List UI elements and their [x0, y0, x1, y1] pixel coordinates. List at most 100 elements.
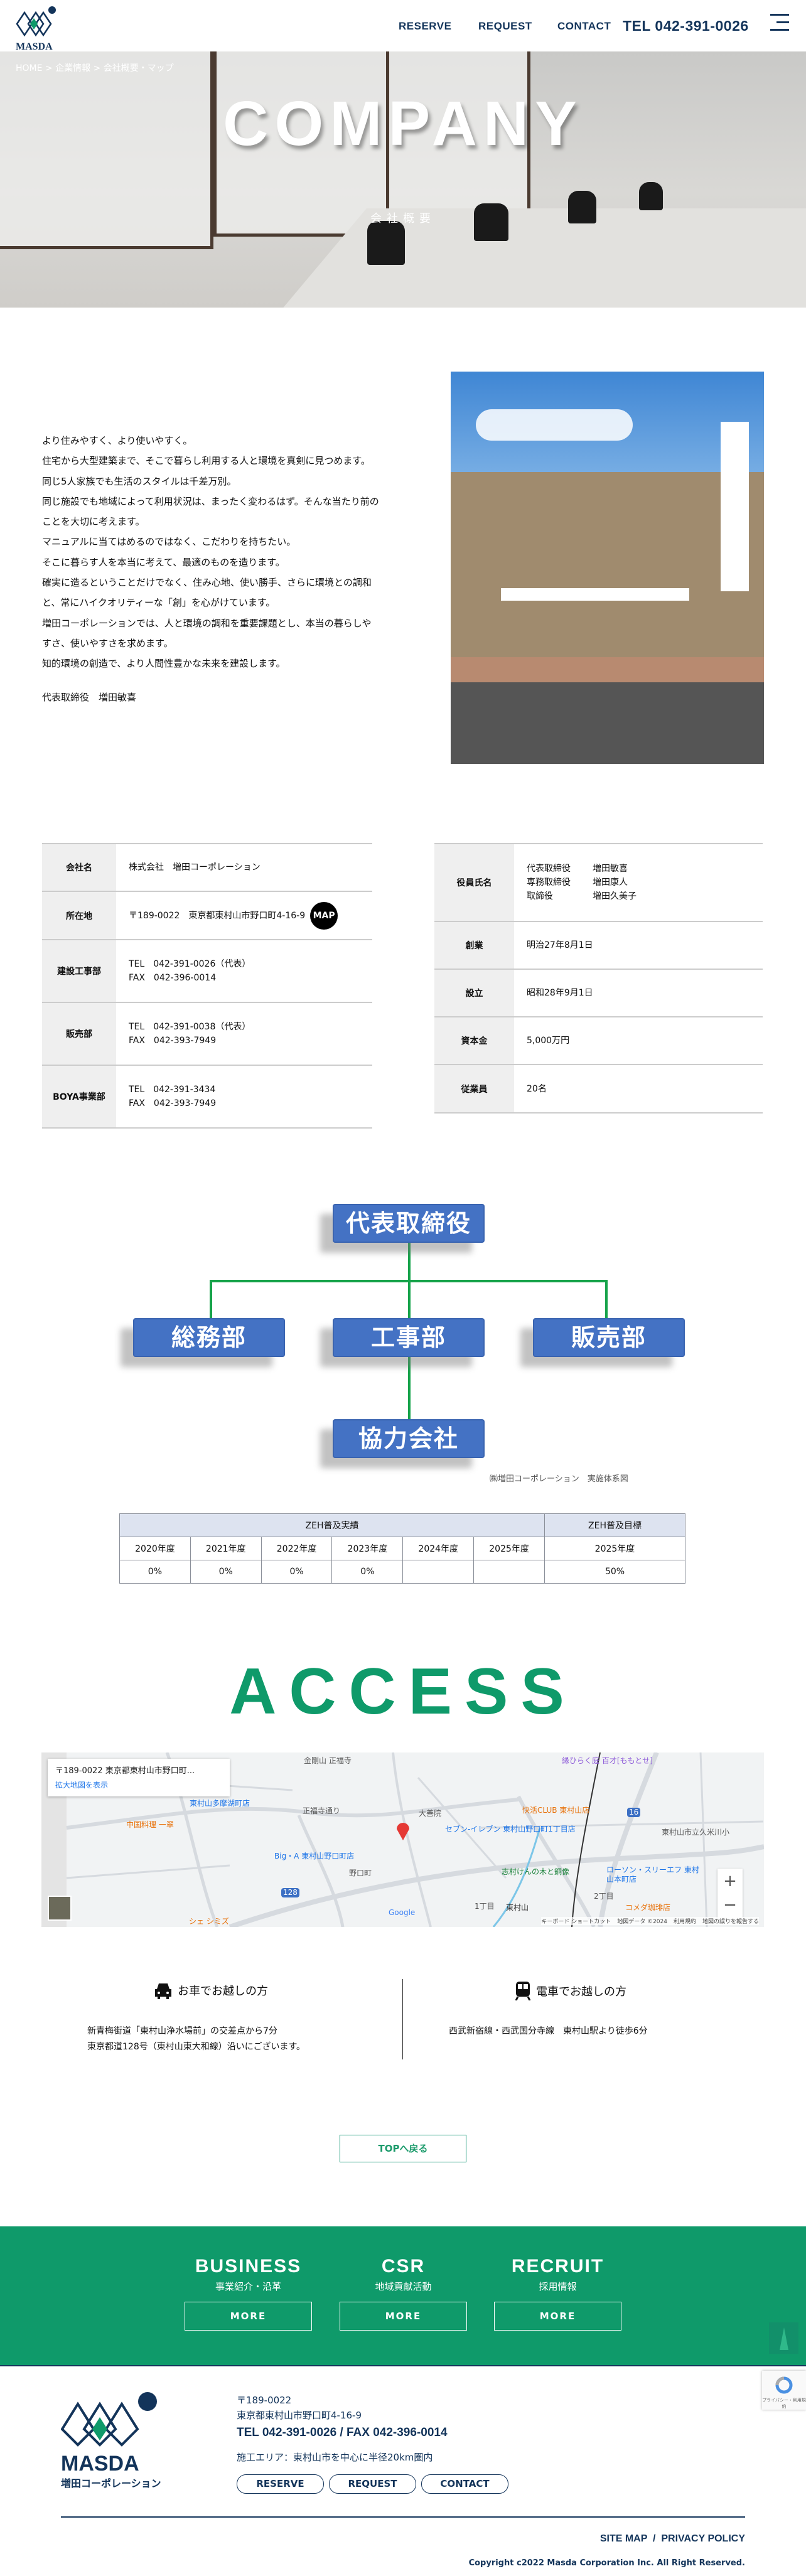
map-label: Big・A 東村山野口町店 — [274, 1852, 355, 1860]
zeh-target-year: 2025年度 — [544, 1537, 685, 1560]
officer-title: 取締役 — [527, 891, 553, 901]
zeh-target-value: 50% — [544, 1560, 685, 1584]
map-label: 正福寺通り — [303, 1806, 341, 1815]
map-info-card: 〒189-0022 東京都東村山市野口町... 拡大地図を表示 — [48, 1759, 230, 1796]
footer-links[interactable]: SITE MAP / PRIVACY POLICY — [599, 2533, 745, 2544]
row-value: 〒189-0022 東京都東村山市野口町4-16-9 MAP — [116, 891, 372, 940]
map-label: シェ シミズ — [189, 1917, 229, 1926]
org-box-partners: 協力会社 — [333, 1419, 485, 1458]
officer-title: 専務取締役 — [527, 877, 571, 888]
recaptcha-badge[interactable]: プライバシー・利用規約 — [762, 2371, 806, 2410]
footer-contact-button[interactable]: CONTACT — [421, 2474, 508, 2494]
map-label: 2丁目 — [594, 1892, 614, 1901]
chair-image — [367, 221, 405, 265]
business-more-button[interactable]: MORE — [185, 2302, 312, 2331]
map-label: 128 — [281, 1888, 299, 1897]
scroll-top-arrow-icon[interactable] — [769, 2322, 798, 2354]
value-text: 20名 — [527, 1083, 547, 1094]
map-footer-link[interactable]: 利用規約 — [673, 1919, 696, 1925]
car-heading: お車でお越しの方 — [154, 1982, 268, 1999]
map-label: 大善院 — [419, 1809, 442, 1818]
org-box-general-affairs: 総務部 — [133, 1318, 285, 1357]
intro-line: 知的環境の創造で、より人間性豊かな未来を建設します。 — [42, 658, 286, 670]
intro-line: すさ、使いやすさを求めます。 — [42, 637, 173, 649]
footer-logo[interactable]: MASDA 増田コーポレーション — [60, 2390, 180, 2490]
map-button[interactable]: MAP — [310, 901, 338, 930]
train-title: 電車でお越しの方 — [536, 1985, 626, 1999]
zeh-value — [473, 1560, 545, 1584]
officer-title: 代表取締役 — [527, 864, 571, 874]
map-label: ローソン・スリーエフ 東村山本町店 — [606, 1865, 699, 1884]
map-footer-link[interactable]: 地図データ ©2024 — [617, 1919, 667, 1925]
zeh-year: 2022年度 — [261, 1537, 333, 1560]
train-directions: 西武新宿線・西武国分寺線 東村山駅より徒歩6分 — [449, 2024, 648, 2039]
row-value: 昭和28年9月1日 — [514, 969, 763, 1017]
intro-message: より住みやすく、より使いやすく。住宅から大型建築まで、そこで暮らし利用する人と環… — [42, 431, 379, 674]
officer-info-table: 役員氏名代表取締役増田敏喜専務取締役増田康人取締役増田久美子創業明治27年8月1… — [434, 843, 763, 1114]
map-label: コメダ珈琲店 — [625, 1903, 671, 1912]
map-zoom-controls: + − — [717, 1869, 743, 1919]
nav-request[interactable]: REQUEST — [478, 20, 532, 32]
hamburger-menu-icon[interactable] — [770, 14, 789, 31]
value-line: TEL 042-391-3434 — [129, 1085, 216, 1095]
logo-mark-icon — [16, 6, 56, 37]
back-to-top-button[interactable]: TOPへ戻る — [340, 2135, 466, 2162]
footer-reserve-button[interactable]: RESERVE — [237, 2474, 324, 2494]
zeh-value — [402, 1560, 475, 1584]
business-title: BUSINESS — [195, 2256, 302, 2277]
zoom-out-icon[interactable]: − — [723, 1896, 737, 1914]
breadcrumb[interactable]: HOME > 企業情報 > 会社概要・マップ — [16, 63, 174, 73]
window-image — [0, 51, 213, 249]
map-label: 快活CLUB 東村山店 — [522, 1806, 590, 1815]
map-label: 東村山 — [506, 1903, 529, 1912]
value-line: FAX 042-396-0014 — [129, 973, 217, 983]
map-enlarge-link[interactable]: 拡大地図を表示 — [55, 1781, 109, 1790]
zeh-actual-header: ZEH普及実績 — [119, 1513, 545, 1537]
zeh-year: 2020年度 — [119, 1537, 191, 1560]
map-label: 1丁目 — [475, 1902, 495, 1911]
header-tel[interactable]: TEL 042-391-0026 — [623, 18, 749, 34]
recruit-sub: 採用情報 — [539, 2281, 577, 2292]
footer-logo-text: MASDA — [61, 2452, 139, 2476]
car-directions: 新青梅街道「東村山浄水場前」の交差点から7分 東京都道128号（東村山東大和線）… — [87, 2024, 305, 2055]
nav-contact[interactable]: CONTACT — [557, 20, 611, 32]
map-footer-link[interactable]: キーボード ショートカット — [541, 1919, 611, 1925]
nav-reserve[interactable]: RESERVE — [399, 20, 452, 32]
table-row: 設立昭和28年9月1日 — [434, 969, 763, 1017]
value-text: 明治27年8月1日 — [527, 940, 593, 950]
org-box-president: 代表取締役 — [333, 1204, 485, 1243]
business-sub: 事業紹介・沿革 — [215, 2281, 281, 2292]
intro-line: マニュアルに当てはめるのではなく、こだわりを持ちたい。 — [42, 536, 296, 548]
signature: 代表取締役 増田敏喜 — [42, 692, 137, 703]
zeh-year: 2021年度 — [190, 1537, 262, 1560]
row-label: BOYA事業部 — [42, 1065, 116, 1129]
site-header: MASDA RESERVE REQUEST CONTACT TEL 042-39… — [0, 0, 806, 52]
value-line: 〒189-0022 東京都東村山市野口町4-16-9 — [129, 910, 306, 921]
csr-more-button[interactable]: MORE — [340, 2302, 467, 2331]
satellite-toggle[interactable] — [48, 1896, 72, 1921]
intro-line: と、常にハイクオリティーな「創」を心がけています。 — [42, 597, 276, 609]
value-line: FAX 042-393-7949 — [129, 1098, 217, 1108]
map-footer-link[interactable]: 地図の誤りを報告する — [702, 1919, 759, 1925]
row-value: TEL 042-391-0038（代表）FAX 042-393-7949 — [116, 1002, 372, 1066]
officer-name: 増田敏喜 — [593, 864, 628, 874]
map-label: 縁ひらく庭 百才[ももとせ] — [562, 1756, 653, 1765]
table-row: 会社名株式会社 増田コーポレーション — [42, 843, 372, 892]
value-line: FAX 042-393-7949 — [129, 1036, 217, 1046]
car-line: 新青梅街道「東村山浄水場前」の交差点から7分 — [87, 2026, 277, 2036]
intro-line: 同じ施設でも地域によって利用状況は、まったく変わるはず。そんな当たり前の — [42, 495, 379, 507]
masda-logo[interactable]: MASDA — [16, 5, 61, 52]
csr-sub: 地域貢献活動 — [375, 2281, 432, 2292]
car-line: 東京都道128号（東村山東大和線）沿いにございます。 — [87, 2042, 306, 2052]
google-map[interactable]: 〒189-0022 東京都東村山市野口町... 拡大地図を表示 金剛山 正福寺東… — [41, 1752, 764, 1927]
footer-request-button[interactable]: REQUEST — [329, 2474, 416, 2494]
zoom-in-icon[interactable]: + — [723, 1872, 737, 1891]
row-value: 明治27年8月1日 — [514, 921, 763, 970]
recruit-more-button[interactable]: MORE — [494, 2302, 621, 2331]
org-line — [408, 1357, 411, 1419]
org-line — [605, 1280, 608, 1318]
